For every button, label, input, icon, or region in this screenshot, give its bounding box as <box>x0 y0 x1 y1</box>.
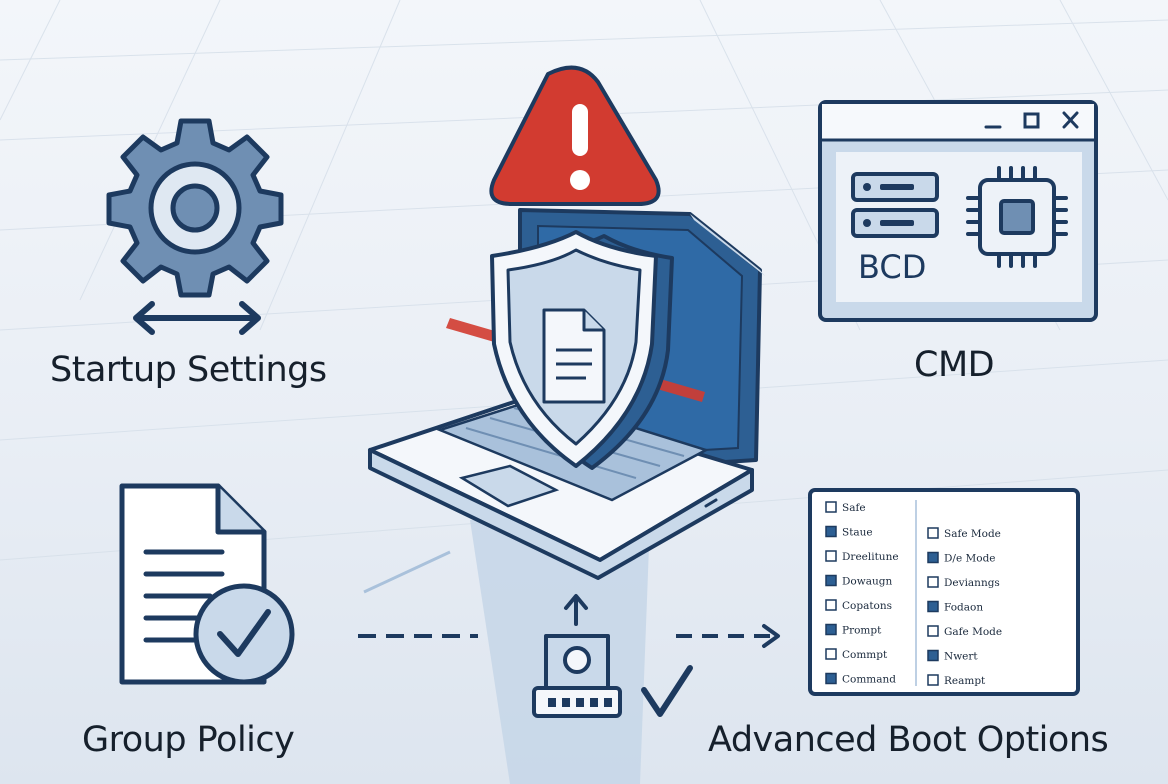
cmd-window: BCD <box>818 100 1098 322</box>
menu-item-icon <box>825 501 837 513</box>
menu-item: Dowaugn <box>825 574 892 588</box>
label-advanced-boot-options: Advanced Boot Options <box>708 720 1109 760</box>
menu-item-label: Commpt <box>842 649 888 661</box>
menu-item-icon <box>927 576 939 588</box>
menu-item-icon <box>825 648 837 660</box>
menu-item-icon <box>825 599 837 611</box>
menu-item-icon <box>927 674 939 686</box>
menu-item-label: D/e Mode <box>944 553 996 565</box>
menu-item-label: Command <box>842 674 896 686</box>
menu-item-label: Reampt <box>944 675 986 687</box>
menu-item-icon <box>927 551 939 564</box>
menu-item: Devianngs <box>927 576 1000 589</box>
check-icon <box>193 583 295 685</box>
menu-item-icon <box>927 527 939 539</box>
menu-item-label: Staue <box>842 527 873 539</box>
menu-item: Fodaon <box>927 600 983 614</box>
menu-item-icon <box>825 623 837 636</box>
warning-icon <box>489 65 661 206</box>
menu-item-icon <box>927 625 939 637</box>
menu-item-label: Dreelitune <box>842 551 899 563</box>
close-icon <box>1062 111 1079 129</box>
connector-lines <box>358 550 780 648</box>
menu-item-label: Dowaugn <box>842 576 892 588</box>
menu-item-label: Safe <box>842 502 866 514</box>
menu-item: Reampt <box>927 674 986 687</box>
menu-item: Safe Mode <box>927 527 1001 540</box>
menu-item-icon <box>927 600 939 613</box>
menu-item: Staue <box>825 525 873 539</box>
menu-item: Nwert <box>927 649 978 663</box>
menu-item: Safe <box>825 501 866 514</box>
menu-item: Prompt <box>825 623 882 637</box>
menu-item: D/e Mode <box>927 551 996 565</box>
check-icon <box>641 665 693 717</box>
maximize-icon <box>1023 112 1040 129</box>
menu-item-icon <box>927 649 939 662</box>
menu-item-icon <box>825 574 837 587</box>
menu-item-label: Nwert <box>944 651 978 663</box>
menu-item-icon <box>825 672 837 685</box>
usb-drive-icon <box>532 594 622 718</box>
menu-item-label: Gafe Mode <box>944 626 1002 638</box>
menu-item-label: Prompt <box>842 625 882 637</box>
menu-left-column: SafeStaueDreelituneDowaugnCopatonsPrompt… <box>825 501 899 686</box>
menu-item-label: Fodaon <box>944 602 983 614</box>
double-arrow-icon <box>133 301 261 335</box>
gear-icon <box>106 118 284 298</box>
shield-icon <box>490 230 674 470</box>
menu-item-icon <box>825 550 837 562</box>
menu-item: Gafe Mode <box>927 625 1002 638</box>
menu-item: Copatons <box>825 599 892 612</box>
menu-item: Commpt <box>825 648 888 661</box>
bcd-text: BCD <box>858 248 926 286</box>
menu-item: Dreelitune <box>825 550 899 563</box>
menu-item: Command <box>825 672 896 686</box>
label-cmd: CMD <box>914 345 995 385</box>
boot-options-menu: SafeStaueDreelituneDowaugnCopatonsPrompt… <box>808 488 1080 696</box>
policy-document-icon <box>119 483 295 685</box>
menu-item-label: Devianngs <box>944 577 1000 589</box>
label-group-policy: Group Policy <box>82 720 295 760</box>
menu-item-label: Safe Mode <box>944 528 1001 540</box>
menu-item-label: Copatons <box>842 600 892 612</box>
document-icon <box>542 308 606 404</box>
label-startup-settings: Startup Settings <box>50 350 327 390</box>
menu-item-icon <box>825 525 837 538</box>
chip-icon <box>966 166 1068 268</box>
